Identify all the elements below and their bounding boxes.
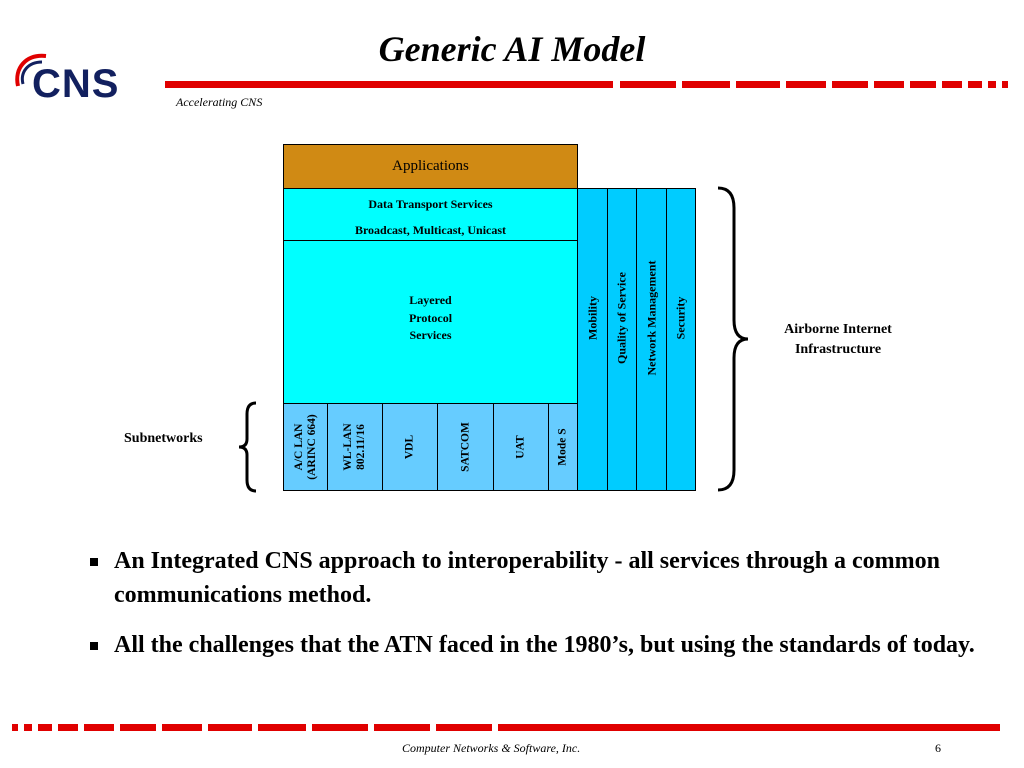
subnetwork-label: UAT [514, 435, 527, 459]
subnetwork-uat: UAT [493, 403, 549, 491]
applications-label: Applications [392, 158, 469, 174]
subnetwork-vdl: VDL [382, 403, 438, 491]
service-label: Mobility [585, 296, 599, 341]
subnetwork-label: Mode S [556, 428, 569, 466]
subnetwork-mode-s: Mode S [548, 403, 578, 491]
service-label: Security [673, 297, 688, 340]
service-mobility: Mobility [577, 188, 608, 491]
service-quality-of-service: Quality of Service [607, 188, 637, 491]
service-label: Quality of Service [614, 272, 629, 365]
layered-protocol-box: Layered Protocol Services [283, 240, 578, 404]
bullet-list: An Integrated CNS approach to interopera… [88, 544, 988, 678]
airborne-brace-icon [717, 186, 749, 492]
logo-swoosh-icon [15, 53, 47, 87]
tagline: Accelerating CNS [176, 95, 263, 109]
subnetwork-label: A/C LAN [292, 423, 305, 471]
data-transport-label: Data Transport Services [368, 197, 493, 211]
service-label: Network Management [644, 260, 658, 376]
applications-box: Applications [283, 144, 578, 189]
bullet-text: An Integrated CNS approach to interopera… [114, 548, 940, 608]
subnetworks-brace-icon [238, 401, 257, 493]
page-title: Generic AI Model [378, 29, 646, 69]
subnetworks-label: Subnetworks [124, 431, 203, 446]
subnetwork-label: (ARINC 664) [305, 414, 318, 480]
bullet-item: An Integrated CNS approach to interopera… [88, 544, 988, 612]
subnetwork-label: WL-LAN [342, 423, 354, 471]
service-network-management: Network Management [636, 188, 667, 491]
airborne-infrastructure-label: Airborne Internet Infrastructure [758, 320, 918, 360]
subnetwork-wl-lan: WL-LAN 802.11/16 [327, 403, 383, 491]
bullet-item: All the challenges that the ATN faced in… [88, 628, 988, 662]
layered-protocol-line: Services [409, 328, 452, 342]
page-number: 6 [935, 741, 941, 755]
subnetwork-satcom: SATCOM [437, 403, 494, 491]
subnetwork-label: SATCOM [459, 422, 471, 472]
footer-company: Computer Networks & Software, Inc. [402, 741, 581, 755]
subnetwork-ac-lan: A/C LAN (ARINC 664) [283, 403, 328, 491]
top-divider [165, 81, 1008, 88]
layered-protocol-line: Layered [409, 293, 452, 307]
cast-modes-label: Broadcast, Multicast, Unicast [354, 223, 507, 237]
subnetwork-label: 802.11/16 [355, 424, 367, 470]
bottom-divider [12, 724, 1000, 731]
bullet-text: All the challenges that the ATN faced in… [114, 632, 975, 658]
cns-logo: CNS [12, 50, 162, 106]
service-security: Security [666, 188, 696, 491]
airborne-label-line: Infrastructure [794, 342, 882, 357]
bullet-square-icon [90, 642, 98, 650]
bullet-square-icon [90, 558, 98, 566]
data-transport-box: Data Transport Services Broadcast, Multi… [283, 188, 578, 241]
subnetwork-label: VDL [403, 434, 416, 460]
airborne-label-line: Airborne Internet [784, 322, 892, 337]
layered-protocol-line: Protocol [408, 310, 453, 325]
logo-text: CNS [32, 62, 120, 106]
